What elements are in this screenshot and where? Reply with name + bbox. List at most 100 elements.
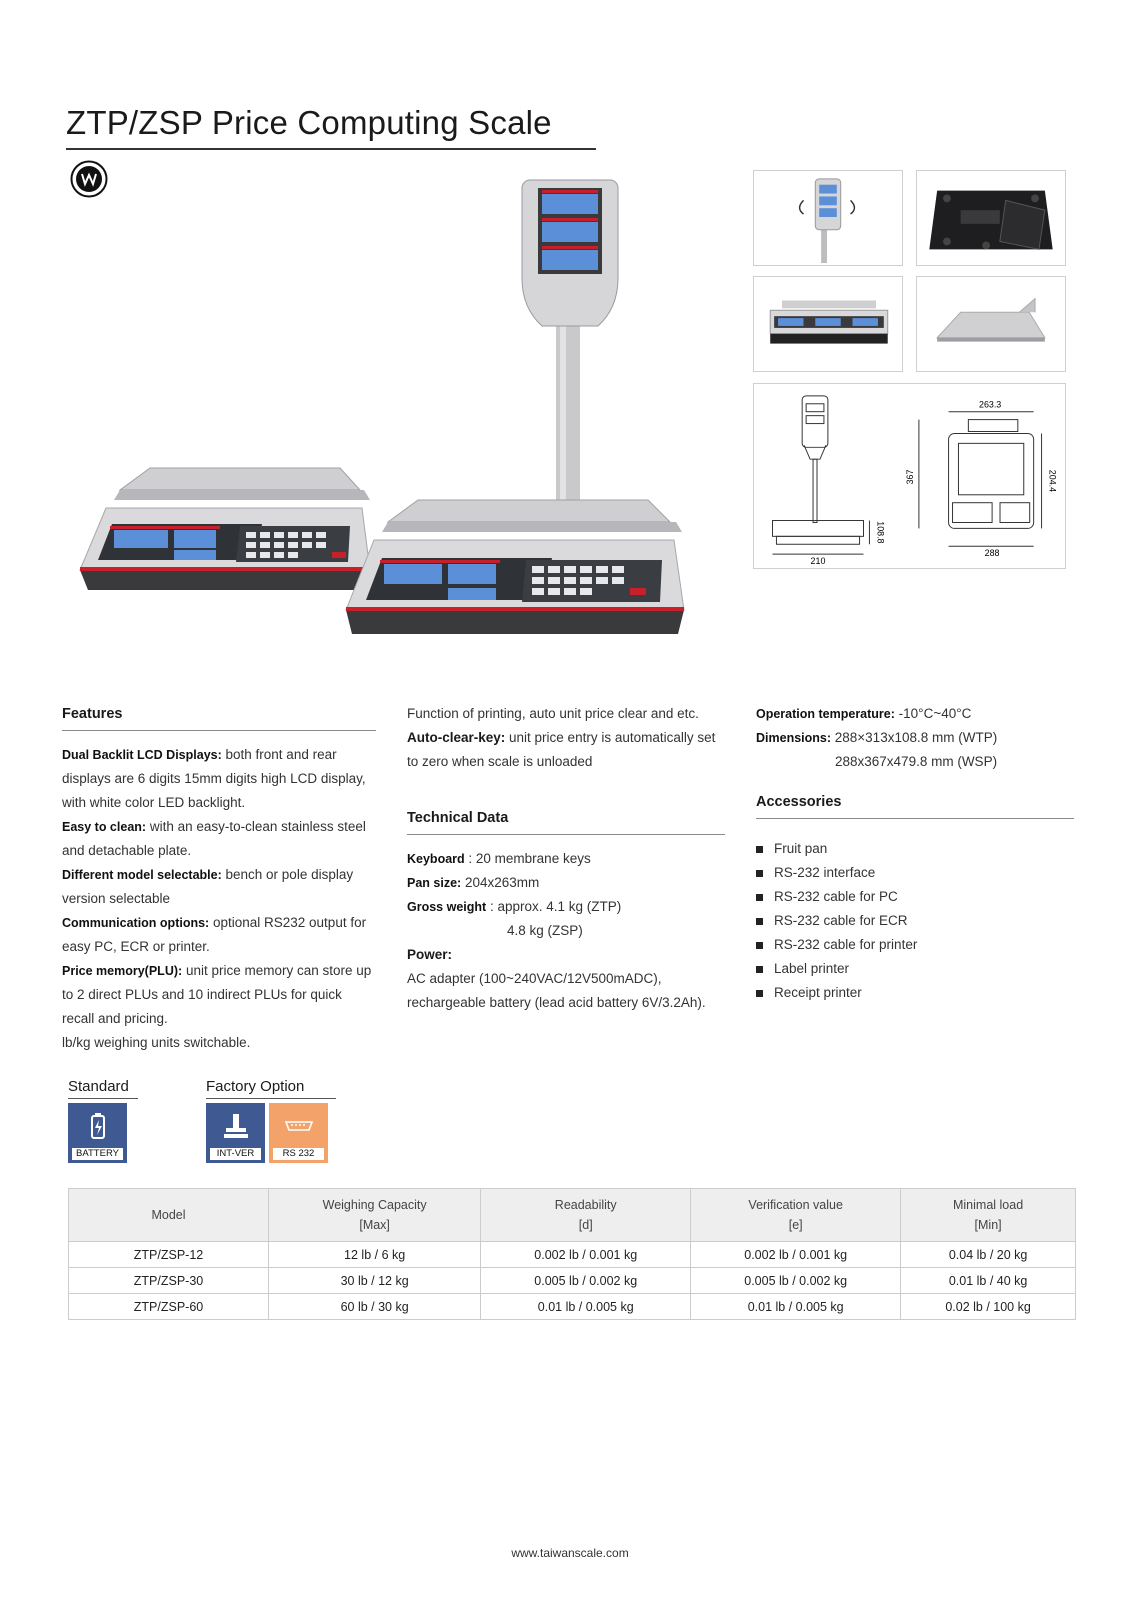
list-item: RS-232 interface: [756, 861, 1074, 885]
pan-label: Pan size:: [407, 876, 462, 890]
rs232-connector-icon: [284, 1121, 313, 1131]
footer-url[interactable]: www.taiwanscale.com: [511, 1546, 629, 1560]
cell-capacity: 30 lb / 12 kg: [267, 1267, 482, 1294]
keyboard-value: : 20 membrane keys: [464, 851, 591, 866]
feature-text: with an easy-to-clean stainless steel an…: [62, 819, 366, 858]
op-temp-spec: Operation temperature: -10°C~40°C: [756, 702, 1074, 726]
feature-plu: Price memory(PLU): unit price memory can…: [62, 959, 376, 1031]
option-caption: BATTERY: [72, 1148, 123, 1160]
printing-line: Function of printing, auto unit price cl…: [407, 706, 699, 721]
page-title: ZTP/ZSP Price Computing Scale: [66, 104, 552, 141]
int-ver-option: INT-VER: [206, 1103, 265, 1163]
list-item: Receipt printer: [756, 981, 1074, 1005]
cell-verification: 0.002 lb / 0.001 kg: [690, 1241, 902, 1268]
feature-units: lb/kg weighing units switchable.: [62, 1035, 251, 1050]
dim-bottom-width: 288: [985, 548, 1000, 558]
feature-text: both front and rear displays are 6 digit…: [62, 747, 366, 810]
feature-label: Dual Backlit LCD Displays:: [62, 748, 222, 762]
cell-capacity: 60 lb / 30 kg: [267, 1293, 482, 1320]
dimensions-label: Dimensions:: [756, 731, 832, 745]
cell-model: ZTP/ZSP-60: [68, 1293, 269, 1320]
feature-clean: Easy to clean: with an easy-to-clean sta…: [62, 815, 376, 863]
cell-readability: 0.002 lb / 0.001 kg: [480, 1241, 692, 1268]
col-minimal-load: Minimal load[Min]: [900, 1188, 1076, 1242]
feature-text: optional RS232 output for easy PC, ECR o…: [62, 915, 367, 954]
feature-lcd: Dual Backlit LCD Displays: both front an…: [62, 743, 376, 815]
pan-spec: Pan size: 204x263mm: [407, 871, 725, 895]
list-item: RS-232 cable for PC: [756, 885, 1074, 909]
power-label: Power:: [407, 947, 453, 962]
op-temp-value: -10°C~40°C: [894, 706, 972, 721]
battery-option: BATTERY: [68, 1103, 127, 1163]
title-rule: [66, 148, 596, 150]
autoclear-text: unit price entry is automatically set to…: [407, 730, 716, 769]
table-row: ZTP/ZSP-60 60 lb / 30 kg 0.01 lb / 0.005…: [68, 1293, 1076, 1320]
col-capacity: Weighing Capacity[Max]: [267, 1188, 482, 1242]
autoclear-label: Auto-clear-key:: [407, 730, 506, 745]
gross-value: : approx. 4.1 kg (ZTP): [486, 899, 622, 914]
feature-model: Different model selectable: bench or pol…: [62, 863, 376, 911]
option-caption: INT-VER: [210, 1148, 261, 1160]
feature-label: Price memory(PLU):: [62, 964, 183, 978]
feature-label: Different model selectable:: [62, 868, 222, 882]
feature-label: Communication options:: [62, 916, 210, 930]
certification-logo-icon: [70, 160, 108, 198]
cell-capacity: 12 lb / 6 kg: [267, 1241, 482, 1268]
dim-height-right: 204.4: [1047, 470, 1057, 492]
gross-spec-zsp: 4.8 kg (ZSP): [507, 923, 583, 938]
option-caption: RS 232: [273, 1148, 324, 1160]
cell-minimal-load: 0.01 lb / 40 kg: [900, 1267, 1076, 1294]
thumb-fruit-pan: [916, 276, 1066, 372]
standard-heading: Standard: [68, 1078, 138, 1099]
cell-model: ZTP/ZSP-30: [68, 1267, 269, 1294]
thumb-bottom-view: [916, 170, 1066, 266]
keyboard-label: Keyboard: [407, 852, 465, 866]
table-row: ZTP/ZSP-12 12 lb / 6 kg 0.002 lb / 0.001…: [68, 1241, 1076, 1268]
battery-icon: [90, 1113, 105, 1139]
standard-options: Standard BATTERY: [68, 1078, 138, 1163]
table-row: ZTP/ZSP-30 30 lb / 12 kg 0.005 lb / 0.00…: [68, 1267, 1076, 1294]
list-item: RS-232 cable for ECR: [756, 909, 1074, 933]
int-ver-icon: [223, 1114, 248, 1138]
feature-text: bench or pole display version selectable: [62, 867, 354, 906]
table-header-row: Model Weighing Capacity[Max] Readability…: [68, 1188, 1076, 1242]
accessories-list: Fruit pan RS-232 interface RS-232 cable …: [756, 837, 1074, 1005]
dim-base-height: 108.8: [875, 521, 885, 543]
feature-text: unit price memory can store up to 2 dire…: [62, 963, 372, 1026]
spec-table: Model Weighing Capacity[Max] Readability…: [68, 1188, 1076, 1320]
cell-minimal-load: 0.04 lb / 20 kg: [900, 1241, 1076, 1268]
feature-communication: Communication options: optional RS232 ou…: [62, 911, 376, 959]
keyboard-spec: Keyboard : 20 membrane keys: [407, 847, 725, 871]
tech-data-heading: Technical Data: [407, 806, 725, 835]
list-item: Label printer: [756, 957, 1074, 981]
thumb-rotating-display: [753, 170, 903, 266]
product-hero-image: [79, 179, 685, 634]
rs232-option: RS 232: [269, 1103, 328, 1163]
col-readability: Readability[d]: [480, 1188, 692, 1242]
dimensions-spec: Dimensions: 288×313x108.8 mm (WTP): [756, 726, 1074, 750]
cell-readability: 0.01 lb / 0.005 kg: [480, 1293, 692, 1320]
autoclear-feature: Auto-clear-key: unit price entry is auto…: [407, 726, 725, 774]
thumb-rear-display: [753, 276, 903, 372]
middle-column: Function of printing, auto unit price cl…: [407, 702, 725, 1015]
dimensions-value: 288×313x108.8 mm (WTP): [831, 730, 998, 745]
list-item: RS-232 cable for printer: [756, 933, 1074, 957]
cell-readability: 0.005 lb / 0.002 kg: [480, 1267, 692, 1294]
cell-minimal-load: 0.02 lb / 100 kg: [900, 1293, 1076, 1320]
dim-top-width: 263.3: [979, 400, 1001, 410]
features-section: Features Dual Backlit LCD Displays: both…: [62, 702, 376, 1055]
pan-value: 204x263mm: [461, 875, 540, 890]
list-item: Fruit pan: [756, 837, 1074, 861]
cell-verification: 0.005 lb / 0.002 kg: [690, 1267, 902, 1294]
right-column: Operation temperature: -10°C~40°C Dimens…: [756, 702, 1074, 1005]
dim-base-width: 210: [811, 556, 826, 566]
op-temp-label: Operation temperature:: [756, 707, 895, 721]
col-model: Model: [68, 1188, 269, 1242]
dim-height-pole: 367: [905, 470, 915, 485]
gross-label: Gross weight: [407, 900, 487, 914]
cell-verification: 0.01 lb / 0.005 kg: [690, 1293, 902, 1320]
factory-heading: Factory Option: [206, 1078, 336, 1099]
feature-label: Easy to clean:: [62, 820, 147, 834]
power-text: AC adapter (100~240VAC/12V500mADC), rech…: [407, 971, 706, 1010]
gross-spec: Gross weight : approx. 4.1 kg (ZTP): [407, 895, 725, 919]
